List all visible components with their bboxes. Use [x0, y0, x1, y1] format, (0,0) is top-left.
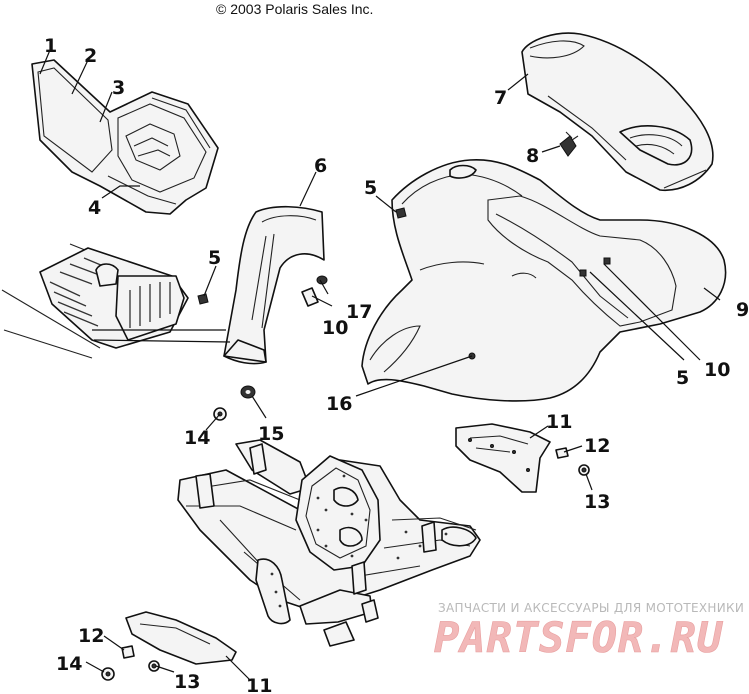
callout-8: 8: [526, 145, 539, 167]
watermark-tagline: ЗАПЧАСТИ И АКСЕССУАРЫ ДЛЯ МОТОТЕХНИКИ: [438, 601, 744, 615]
fastener-10-17: [301, 275, 328, 307]
mounting-bracket-upper: [455, 423, 551, 493]
callout-7: 7: [494, 87, 507, 109]
callout-11-upper: 11: [546, 411, 572, 433]
callout-12-lower: 12: [78, 625, 104, 647]
watermark-logo: PARTSFOR.RU: [434, 613, 724, 662]
callout-13-lower: 13: [174, 671, 200, 693]
clip-part: [559, 131, 579, 157]
callout-14-upper: 14: [184, 427, 210, 449]
left-footrest-assembly: [1, 243, 189, 359]
leader-lines: [39, 49, 721, 681]
callout-5-left: 5: [208, 247, 221, 269]
callout-2: 2: [84, 45, 97, 67]
left-footwell-panel: [31, 59, 219, 215]
callout-12-upper: 12: [584, 435, 610, 457]
copyright-text: © 2003 Polaris Sales Inc.: [216, 1, 373, 17]
seat-part: [521, 32, 714, 192]
callout-9: 9: [736, 299, 749, 321]
bolts-12-13-14-lower: [101, 645, 160, 681]
callout-3: 3: [112, 77, 125, 99]
callout-1: 1: [44, 35, 57, 57]
fender-flare-part: [223, 205, 325, 365]
callout-14-lower: 14: [56, 653, 82, 675]
callout-15: 15: [258, 423, 284, 445]
washers-14-15: [213, 385, 256, 421]
callout-10-right: 10: [704, 359, 730, 381]
callout-6: 6: [314, 155, 327, 177]
bolts-12-13-upper: [555, 447, 590, 476]
callout-10-left: 10: [322, 317, 348, 339]
frame-assembly: [177, 439, 481, 647]
screw-fasteners-5: [197, 207, 407, 305]
skid-plate-lower: [125, 611, 237, 665]
callout-5-top: 5: [364, 177, 377, 199]
callout-16: 16: [326, 393, 352, 415]
rear-fender-body: [361, 159, 727, 402]
watermark: ЗАПЧАСТИ И АКСЕССУАРЫ ДЛЯ МОТОТЕХНИКИ PA…: [434, 601, 744, 662]
callout-13-upper: 13: [584, 491, 610, 513]
callout-4: 4: [88, 197, 101, 219]
callout-17: 17: [346, 301, 372, 323]
callout-11-lower: 11: [246, 675, 272, 694]
callout-5-right: 5: [676, 367, 689, 389]
callout-labels: 1 2 3 4 5 5 5 6 7 8 9 10 10 11 11 12 12 …: [44, 35, 749, 694]
